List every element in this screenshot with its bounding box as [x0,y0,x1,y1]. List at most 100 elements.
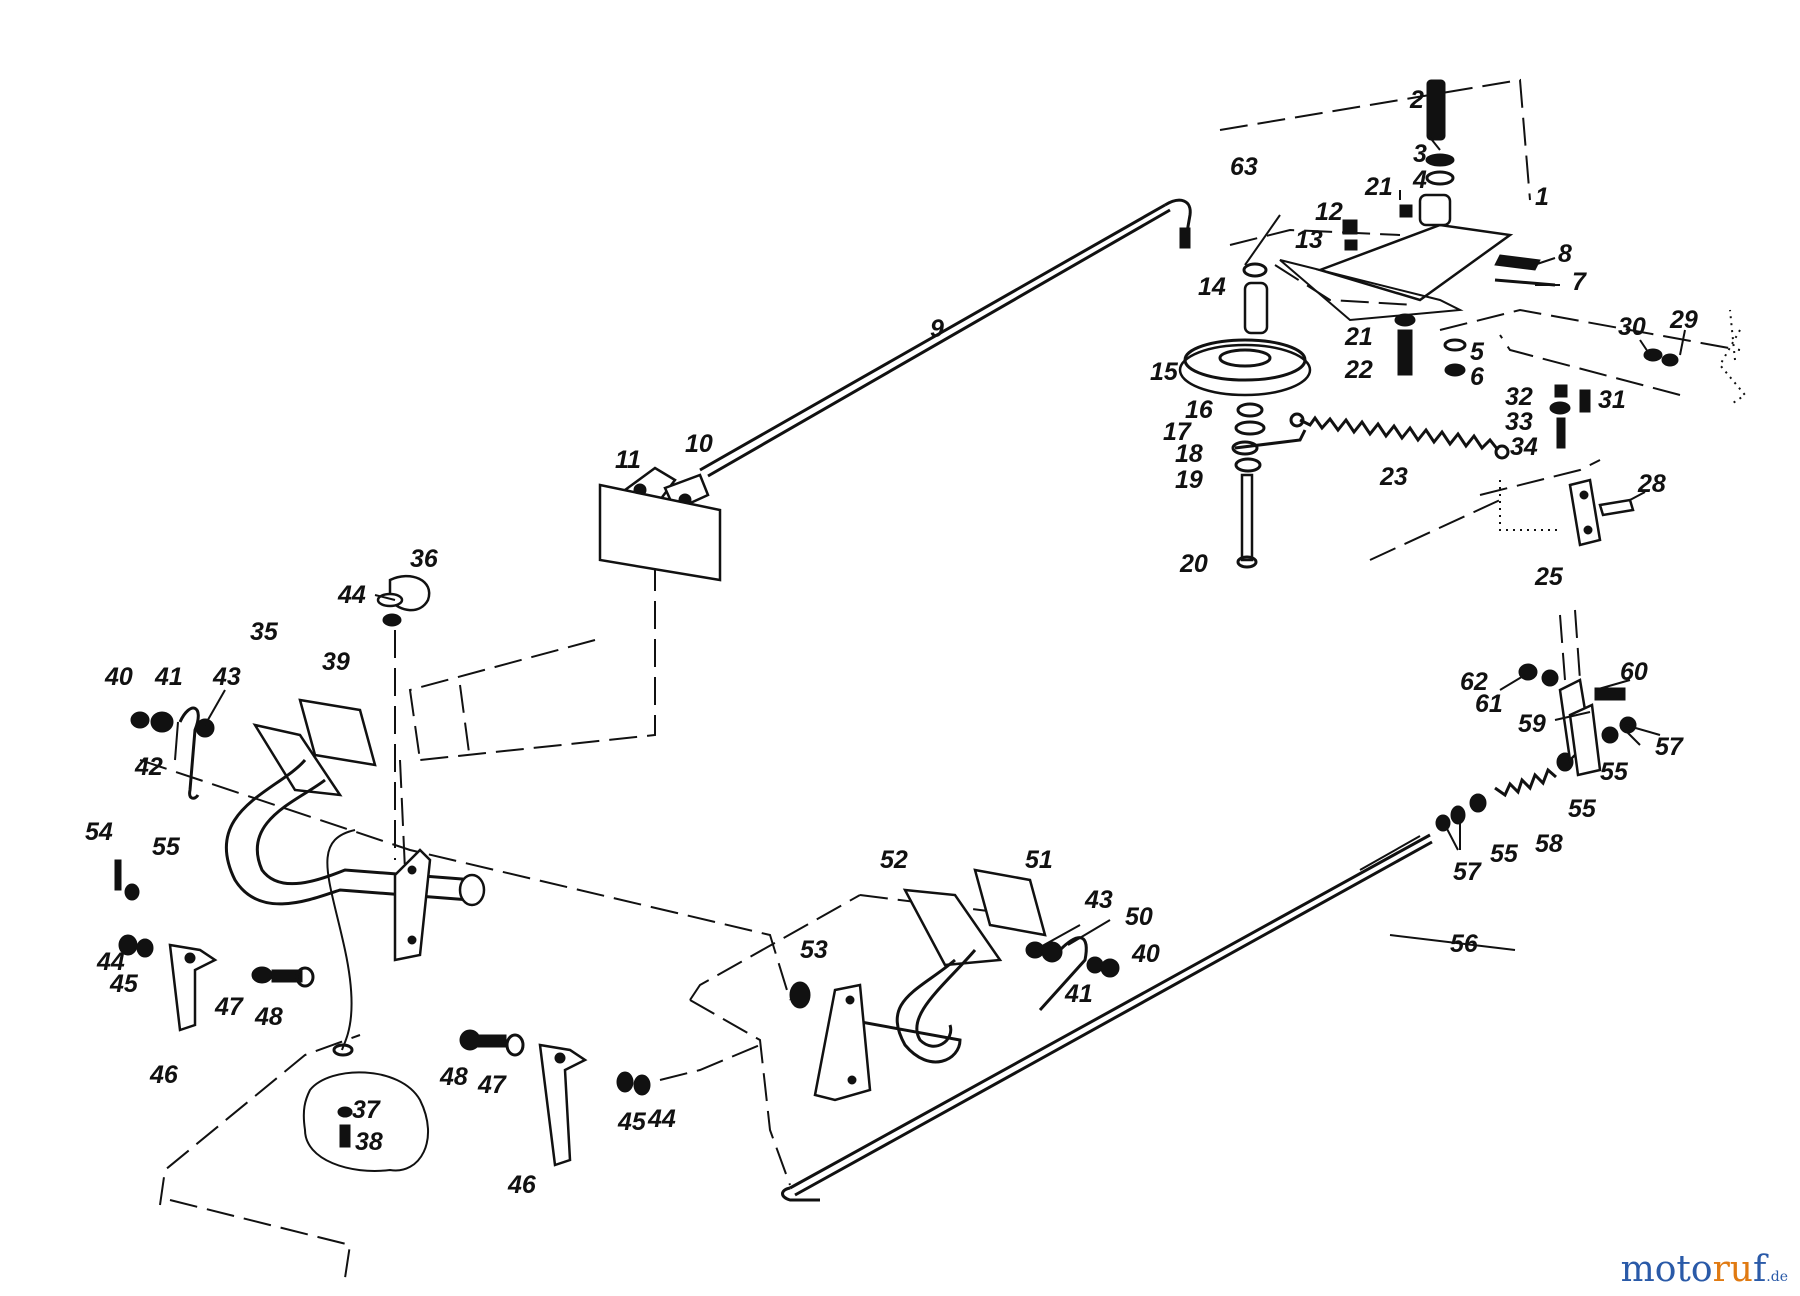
leader-lines [174,134,1686,951]
label-1: 1 [1535,183,1549,211]
label-15: 15 [1150,358,1179,386]
bracket-plate [1316,223,1514,302]
label-14: 14 [1198,273,1226,301]
label-44-left: 44 [96,948,125,976]
label-40-right: 40 [1131,940,1160,968]
pedal-plate-52 [902,888,1003,967]
label-47-left: 47 [214,993,244,1021]
right-brackets [1549,348,1679,547]
label-37: 37 [352,1096,381,1124]
bolt-2 [1426,79,1446,141]
label-61: 61 [1475,690,1503,718]
label-29: 29 [1669,306,1698,334]
label-34: 34 [1510,433,1538,461]
label-46-center: 46 [507,1171,537,1199]
pedal-pad-51 [973,868,1047,937]
motoruf-logo: motoruf.de [1621,1249,1788,1290]
spring-23 [1299,415,1500,451]
label-38: 38 [355,1128,383,1156]
label-7: 7 [1572,268,1587,296]
label-52: 52 [880,846,908,874]
label-10: 10 [685,430,713,458]
label-48-center: 48 [439,1063,468,1091]
logo-part-moto: moto [1620,1249,1713,1290]
left-pedal-assembly [114,574,486,1172]
label-36: 36 [410,545,439,573]
lever-46-left [168,943,218,1032]
label-46-left: 46 [149,1061,179,1089]
part-labels: 1 2 3 4 5 6 7 8 9 10 11 12 13 14 15 16 1… [85,86,1698,1199]
label-55-left: 55 [152,833,181,861]
label-3: 3 [1413,140,1427,168]
chassis-outline [139,78,1747,1279]
label-32: 32 [1505,383,1533,411]
logo-part-ru: ru [1712,1249,1753,1290]
label-20: 20 [1179,550,1208,578]
label-19: 19 [1175,466,1203,494]
label-22: 22 [1344,356,1373,384]
label-31: 31 [1598,386,1626,414]
label-59: 59 [1518,710,1546,738]
logo-part-de: .de [1766,1269,1788,1285]
label-21-top: 21 [1364,173,1393,201]
tension-bracket-assembly [1274,79,1556,377]
label-53: 53 [800,936,828,964]
right-pedal-assembly [459,868,1120,1167]
label-4: 4 [1412,166,1427,194]
label-11: 11 [615,446,641,474]
label-41-left: 41 [154,663,183,691]
label-45-right: 45 [617,1108,647,1136]
spacer-14 [1243,281,1269,335]
label-51: 51 [1025,846,1053,874]
long-rod-56 [781,663,1637,1202]
label-43-left: 43 [212,663,241,691]
label-55-b: 55 [1568,795,1597,823]
label-57-b: 57 [1453,858,1482,886]
label-23: 23 [1379,463,1408,491]
label-47-center: 47 [477,1071,507,1099]
label-6: 6 [1470,363,1485,391]
label-5: 5 [1470,338,1485,366]
label-9: 9 [930,315,944,343]
label-18: 18 [1175,440,1203,468]
label-41-right: 41 [1064,980,1093,1008]
bolt-20 [1240,473,1254,562]
label-28: 28 [1637,470,1666,498]
label-30: 30 [1618,313,1646,341]
label-54: 54 [85,818,113,846]
pulley-15 [1178,343,1312,397]
label-50: 50 [1125,903,1153,931]
label-44-top: 44 [337,581,366,609]
pulley-assembly [1178,262,1510,569]
label-2: 2 [1409,86,1424,114]
label-63: 63 [1230,153,1258,181]
label-40-left: 40 [104,663,133,691]
label-58: 58 [1535,830,1563,858]
label-8: 8 [1558,240,1572,268]
label-48-left: 48 [254,1003,283,1031]
label-17: 17 [1163,418,1192,446]
logo-part-f: f [1752,1249,1767,1290]
label-57-a: 57 [1655,733,1684,761]
label-33: 33 [1505,408,1533,436]
label-25: 25 [1534,563,1564,591]
label-44-right: 44 [647,1105,676,1133]
bracket-25 [1568,478,1602,547]
lever-46-center [538,1043,588,1167]
label-55-a: 55 [1600,758,1629,786]
label-55-c: 55 [1490,840,1519,868]
label-62: 62 [1460,668,1488,696]
label-43-right: 43 [1084,886,1113,914]
label-60: 60 [1620,658,1648,686]
label-35: 35 [250,618,279,646]
control-rod-9 [598,198,1192,582]
pedal-pad-39 [298,698,377,767]
label-42: 42 [134,753,163,781]
label-12: 12 [1315,198,1343,226]
label-56: 56 [1450,930,1479,958]
label-39: 39 [322,648,350,676]
label-13: 13 [1295,226,1323,254]
label-16: 16 [1185,396,1214,424]
